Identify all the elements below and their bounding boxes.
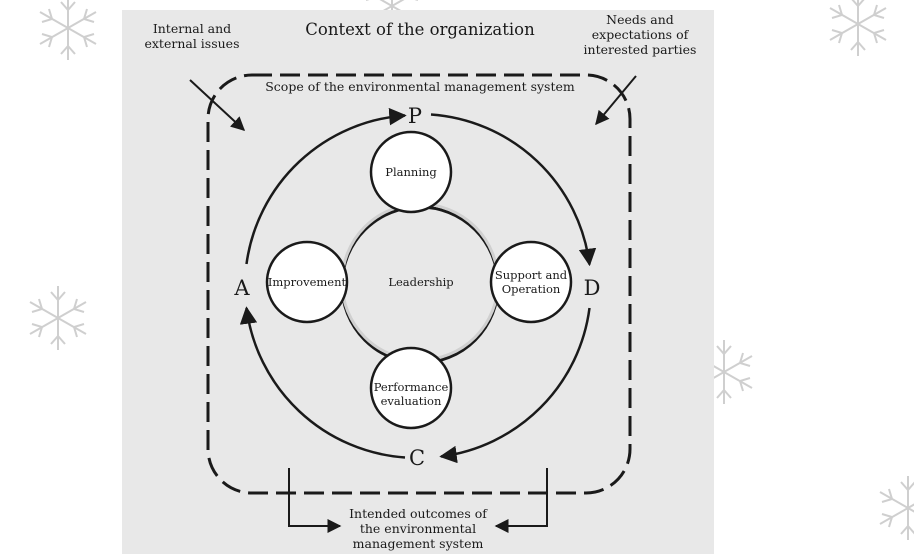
performance-evaluation-label: Performance evaluation	[373, 380, 449, 408]
do-to-check-arrow	[439, 307, 591, 464]
scope-label: Scope of the environmental management sy…	[265, 79, 575, 94]
leadership-label: Leadership	[388, 275, 454, 289]
support-operation-label: Support and Operation	[494, 268, 568, 296]
pdca-letter-d: D	[583, 276, 601, 300]
issues-label: Internal and external issues	[144, 21, 240, 51]
needs-label: Needs and expectations of interested par…	[583, 12, 697, 57]
outcomes-label: Intended outcomes of the environmental m…	[349, 506, 487, 551]
planning-circle	[369, 130, 453, 214]
planning-label: Planning	[385, 165, 437, 179]
outcome-arrow-right	[494, 468, 548, 533]
act-to-plan-arrow	[245, 107, 407, 265]
plan-to-do-arrow	[430, 113, 597, 267]
improvement-label: Improvement	[267, 275, 347, 289]
scope-boundary	[206, 73, 632, 495]
pdca-letter-p: P	[407, 104, 423, 128]
needs-arrow	[595, 75, 637, 126]
issues-arrow	[189, 79, 246, 131]
pdca-letter-a: A	[234, 276, 250, 300]
improvement-circle	[265, 240, 349, 324]
diagram-title: Context of the organization	[305, 20, 535, 39]
outcome-arrow-left	[288, 468, 342, 533]
pdca-letter-c: C	[408, 446, 426, 470]
check-to-act-arrow	[239, 306, 406, 459]
support-circle	[489, 240, 573, 324]
performance-circle	[369, 346, 453, 430]
